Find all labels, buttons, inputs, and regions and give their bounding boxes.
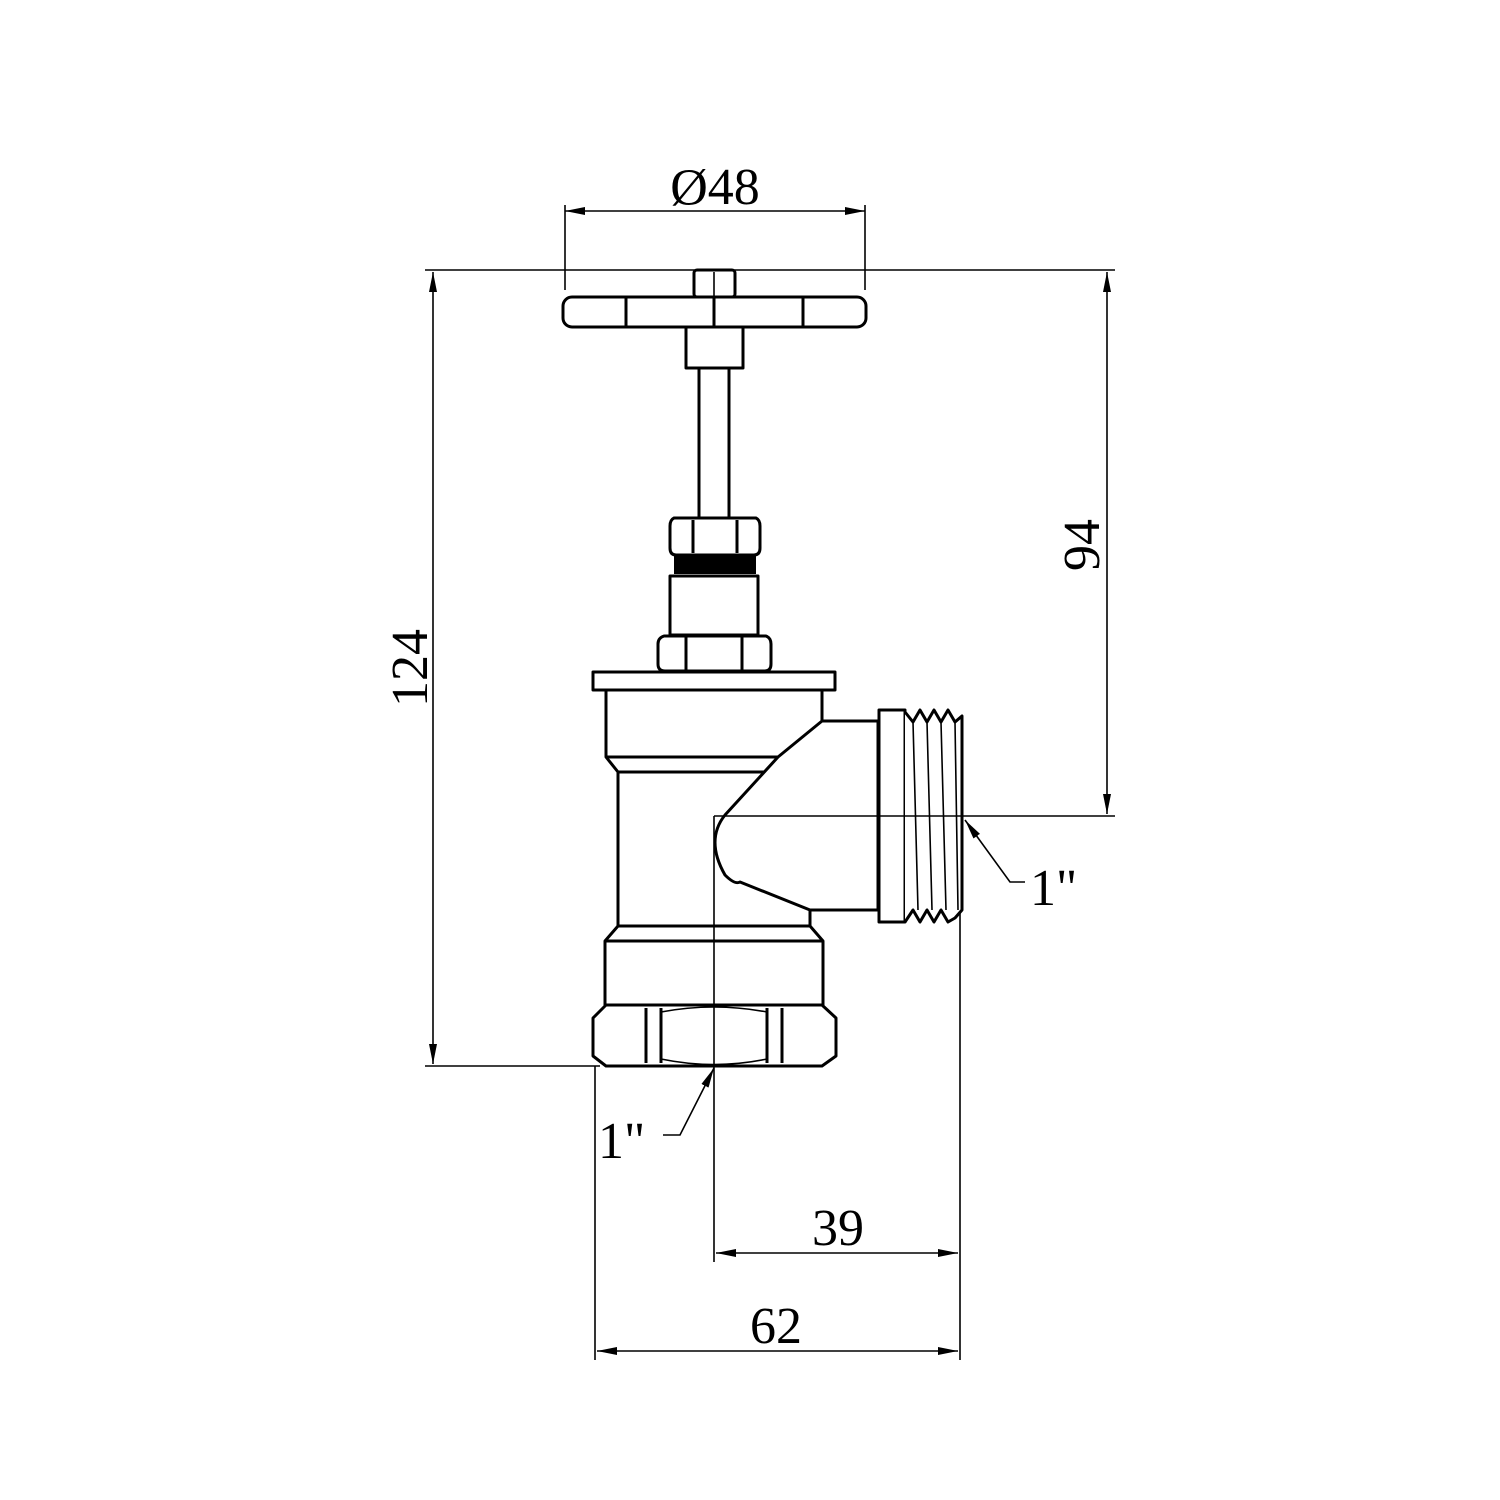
valve-body [603, 688, 880, 1007]
outlet-thread-label: 1" [1030, 860, 1077, 917]
gland-nut [668, 516, 762, 637]
total-width-label: 62 [750, 1298, 802, 1355]
outlet-height-label: 94 [1054, 519, 1111, 571]
diameter-label: Ø48 [670, 159, 760, 216]
bonnet-nut [591, 634, 837, 692]
stem [697, 366, 731, 520]
dimension-lines [425, 205, 1115, 1360]
outlet-offset-label: 39 [812, 1200, 864, 1257]
handwheel [561, 268, 868, 370]
inlet-thread-label: 1" [598, 1113, 645, 1170]
total-height-label: 124 [382, 629, 439, 707]
